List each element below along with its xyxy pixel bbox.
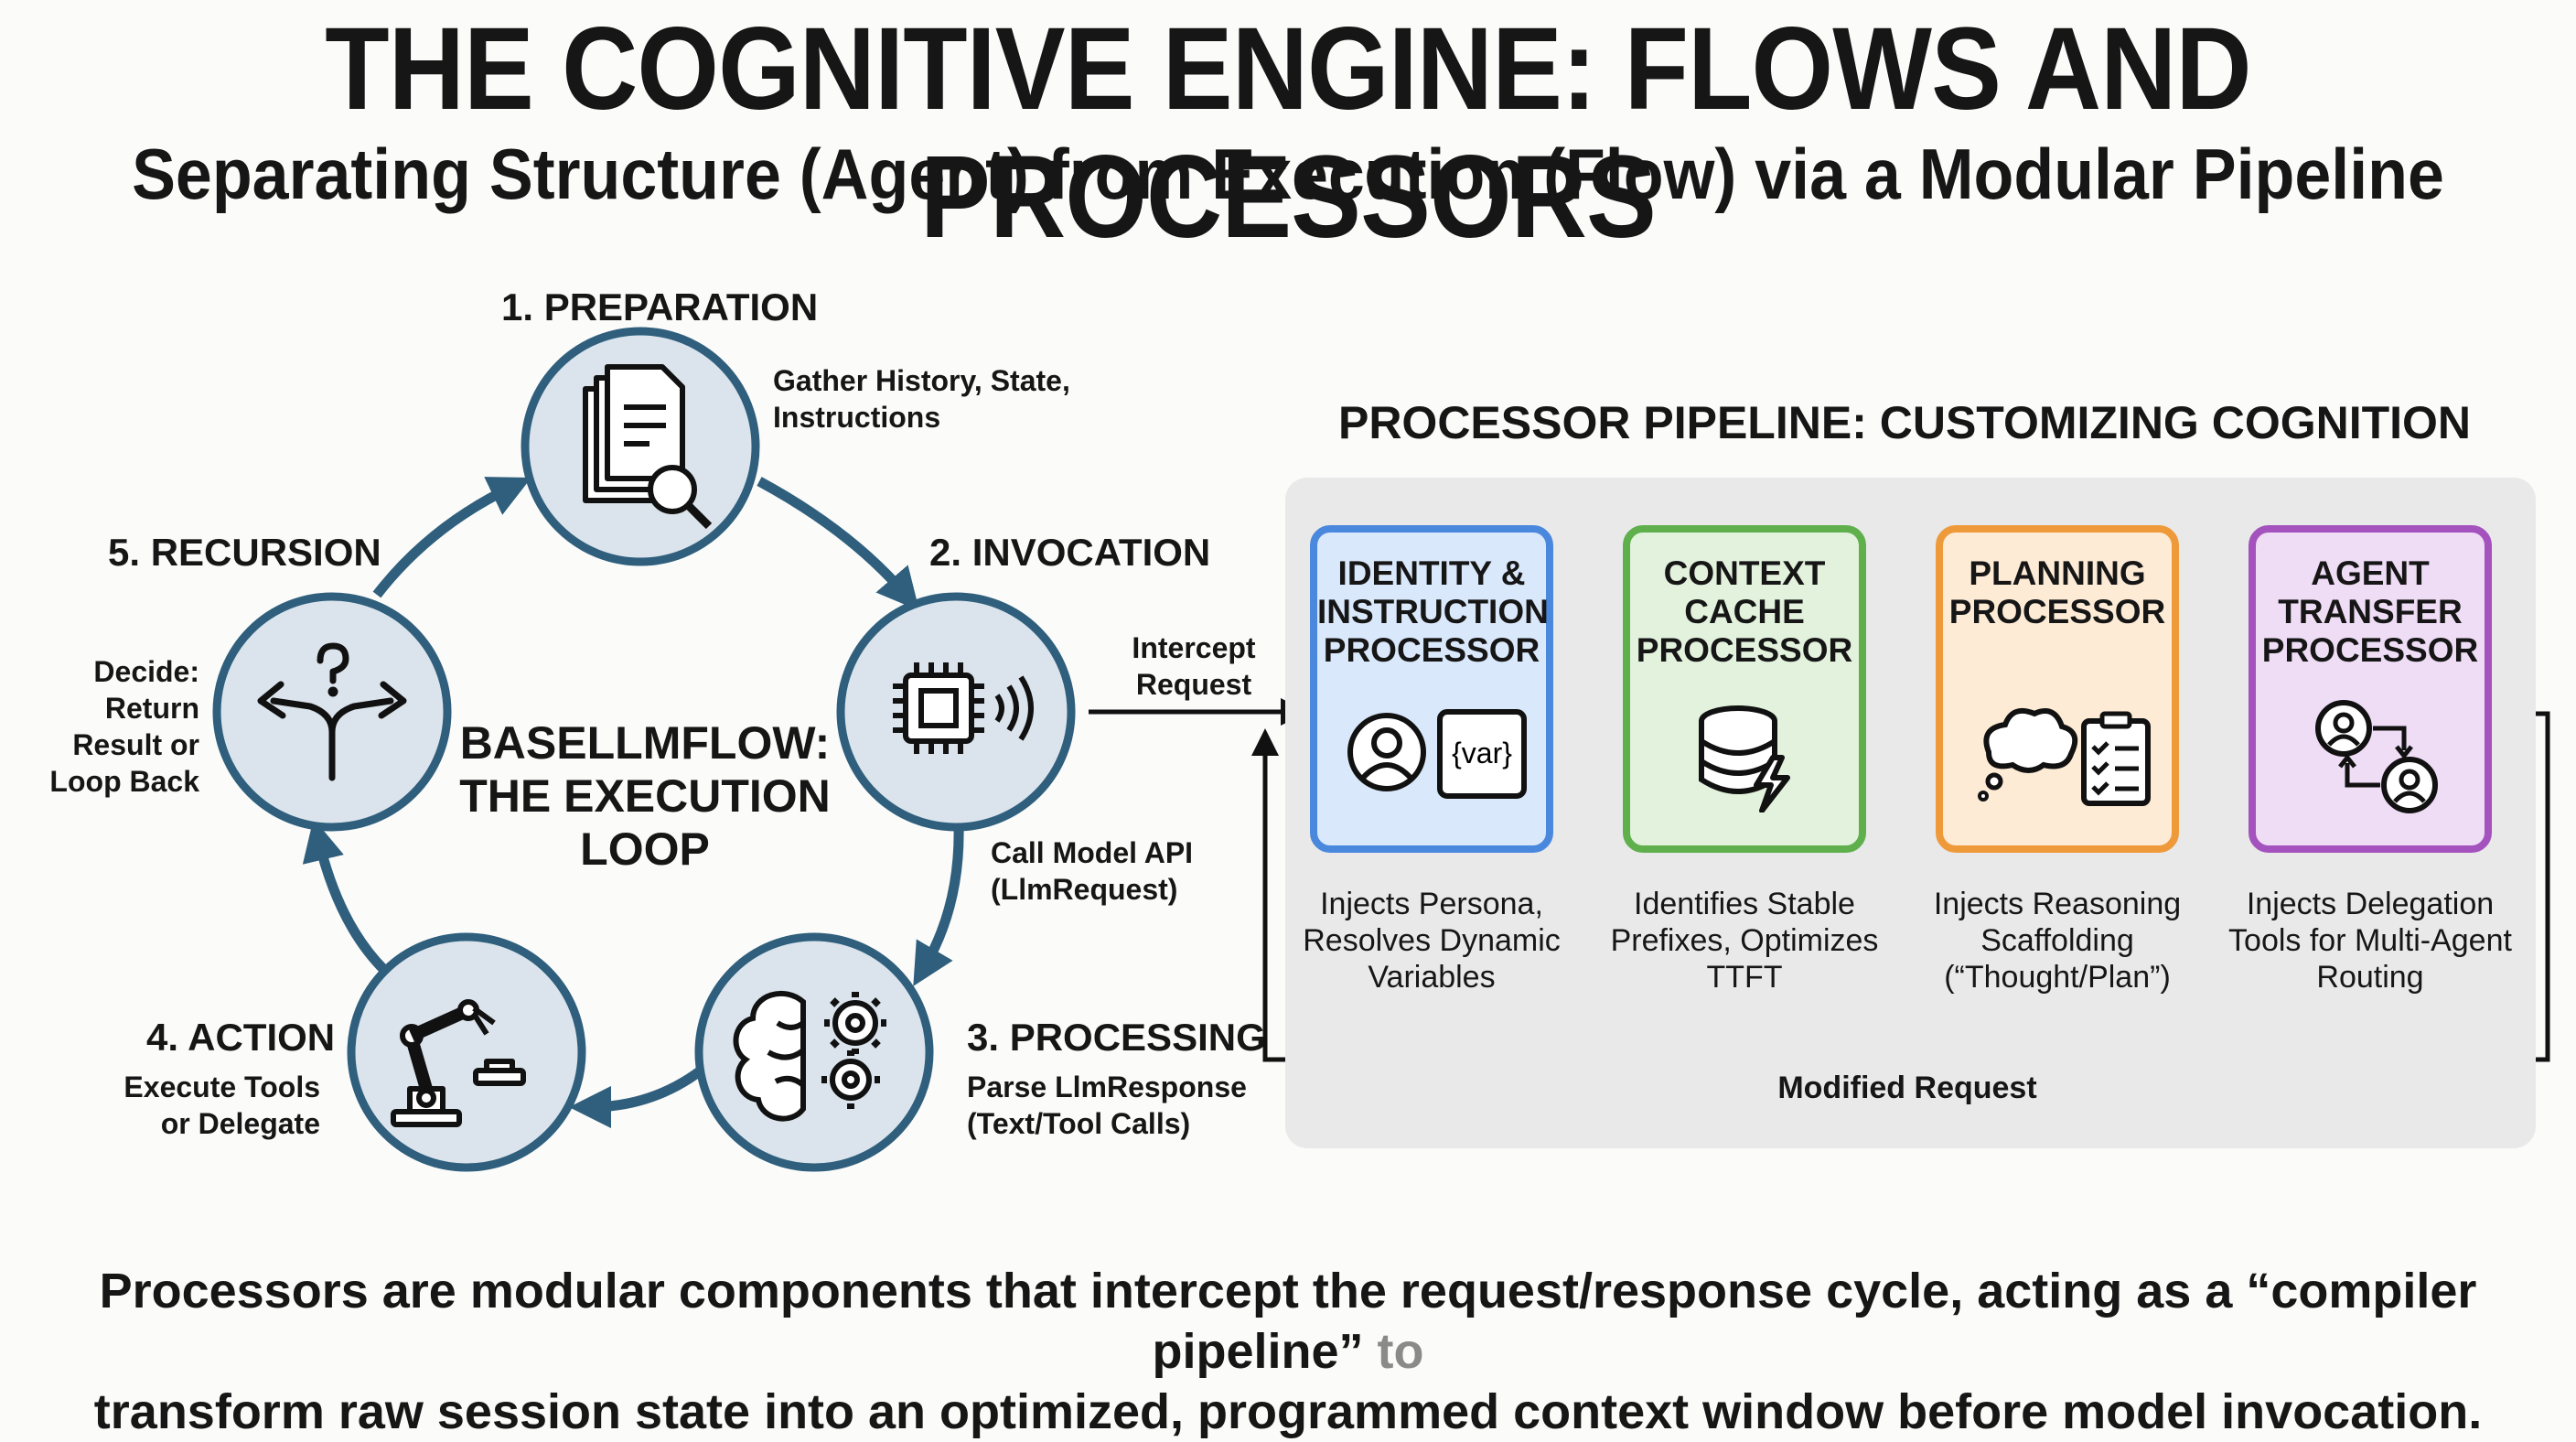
processor-name: AGENT TRANSFER PROCESSOR [2261,554,2479,669]
processor-agent-transfer: AGENT TRANSFER PROCESSOR [2249,525,2492,853]
agent-transfer-icon [2315,700,2438,813]
processor-name: PLANNING PROCESSOR [1948,554,2166,630]
processor-name: CONTEXT CACHE PROCESSOR [1636,554,1853,669]
stage-node-recursion [212,592,452,832]
var-token: {var} [1452,737,1512,769]
footer-line-1-tail: to [1377,1324,1424,1379]
intercept-request-label: Intercept Request [1132,631,1256,701]
stage-invocation-desc: Call Model API (LlmRequest) [991,836,1194,906]
stage-processing-label: 3. PROCESSING [967,1016,1266,1059]
loop-arrow-1-2 [757,477,920,611]
page-title: THE COGNITIVE ENGINE: FLOWS AND PROCESSO… [325,4,2251,263]
loop-arrow-3-4 [568,1063,708,1129]
processor-identity-desc: Injects Persona, Resolves Dynamic Variab… [1303,887,1561,995]
brain-gears-icon [733,991,886,1122]
chip-signal-icon [893,662,1034,754]
stage-processing-desc: Parse LlmResponse (Text/Tool Calls) [967,1071,1247,1140]
footer-line-1-main: Processors are modular components that i… [99,1264,2477,1379]
loop-center-title: BASELLMFLOW: THE EXECUTION LOOP [459,717,831,875]
persona-variable-icon: {var} [1347,709,1527,799]
robot-arm-icon [391,999,526,1127]
stage-node-invocation [836,592,1076,832]
processor-name: IDENTITY & INSTRUCTION PROCESSOR [1317,554,1549,669]
stage-invocation-label: 2. INVOCATION [929,531,1211,574]
footer-line-2: transform raw session state into an opti… [93,1384,2483,1439]
processor-identity-instruction: IDENTITY & INSTRUCTION PROCESSOR {var} [1310,525,1553,853]
processor-context-desc: Identifies Stable Prefixes, Optimizes TT… [1610,887,1879,995]
stage-preparation-desc: Gather History, State, Instructions [773,364,1070,434]
stage-preparation-label: 1. PREPARATION [501,285,819,328]
loop-arrow-5-1 [372,477,531,598]
stage-recursion-label: 5. RECURSION [108,531,381,574]
stage-action-label: 4. ACTION [146,1016,336,1059]
processor-planning-desc: Injects Reasoning Scaffolding (“Thought/… [1933,887,2182,995]
documents-search-icon [583,364,713,530]
stage-node-preparation [521,327,760,566]
fork-question-icon [257,642,407,781]
page-subtitle: Separating Structure (Agent) from Execut… [132,134,2444,214]
execution-loop-diagram [212,327,2550,1172]
processor-planning: PLANNING PROCESSOR [1936,525,2179,853]
database-bolt-icon [1699,705,1790,812]
footer-line-1: Processors are modular components that i… [0,1261,2576,1382]
thought-checklist-icon [1978,708,2151,806]
stage-node-processing [694,932,934,1172]
processor-context-cache: CONTEXT CACHE PROCESSOR [1623,525,1866,853]
loop-arrow-4-5 [302,818,388,974]
modified-request-label: Modified Request [1777,1071,2037,1105]
stage-node-action [347,932,586,1172]
stage-action-desc: Execute Tools or Delegate [123,1071,320,1140]
processor-agent-desc: Injects Delegation Tools for Multi-Agent… [2228,887,2512,995]
loop-arrow-2-3 [913,824,964,986]
footer-caption: Processors are modular components that i… [0,1261,2576,1442]
stage-recursion-desc: Decide: Return Result or Loop Back [49,655,199,798]
pipeline-title: PROCESSOR PIPELINE: CUSTOMIZING COGNITIO… [1337,397,2472,448]
